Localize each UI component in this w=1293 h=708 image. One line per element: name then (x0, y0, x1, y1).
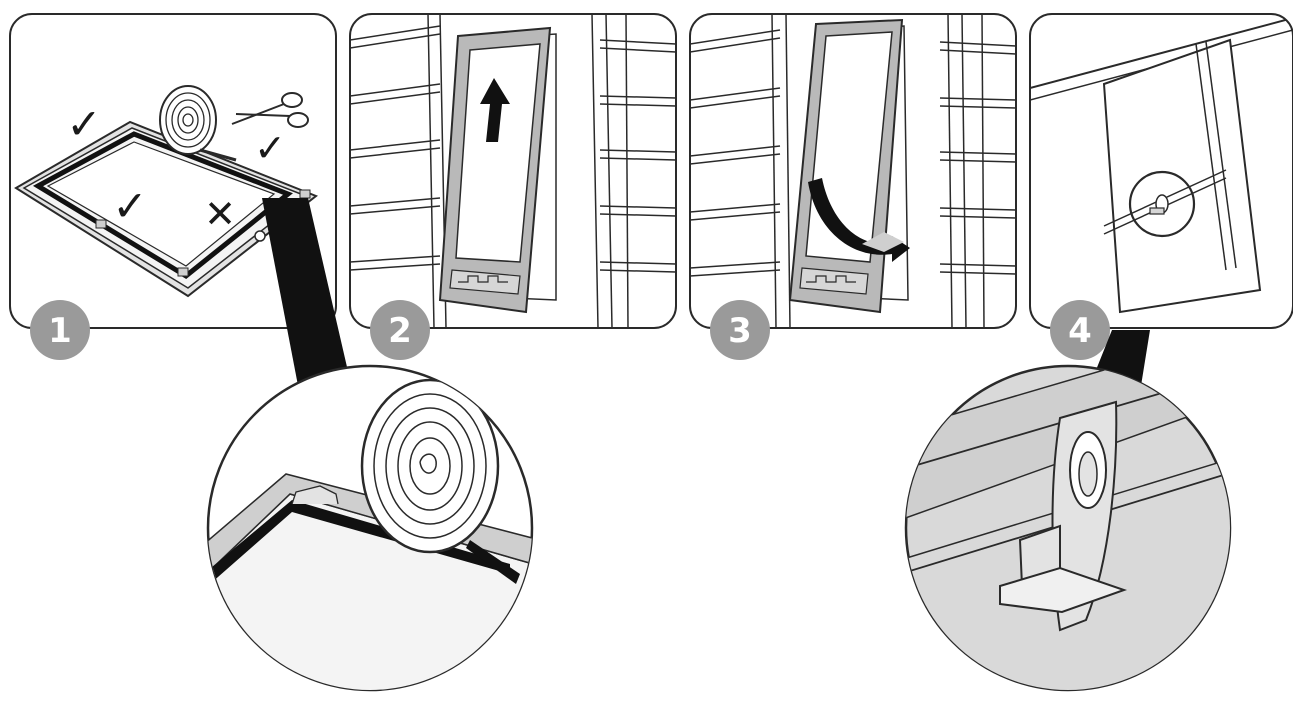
check-icon: ✓ (112, 182, 147, 231)
cross-icon: ✕ (204, 192, 236, 236)
svg-text:2: 2 (388, 311, 412, 351)
step-3-panel: 3 (690, 14, 1016, 360)
step-2-panel: 2 (350, 14, 676, 360)
step-badge-1: 1 (30, 300, 90, 360)
step-badge-3: 3 (710, 300, 770, 360)
step-4-panel: 4 (1030, 14, 1293, 360)
zoom-detail-latch (900, 330, 1240, 700)
check-icon: ✓ (254, 126, 286, 170)
svg-text:1: 1 (48, 311, 72, 351)
check-icon: ✓ (66, 100, 101, 149)
step-badge-4: 4 (1050, 300, 1110, 360)
step-badge-2: 2 (370, 300, 430, 360)
svg-text:3: 3 (728, 311, 752, 351)
svg-text:4: 4 (1068, 311, 1092, 351)
